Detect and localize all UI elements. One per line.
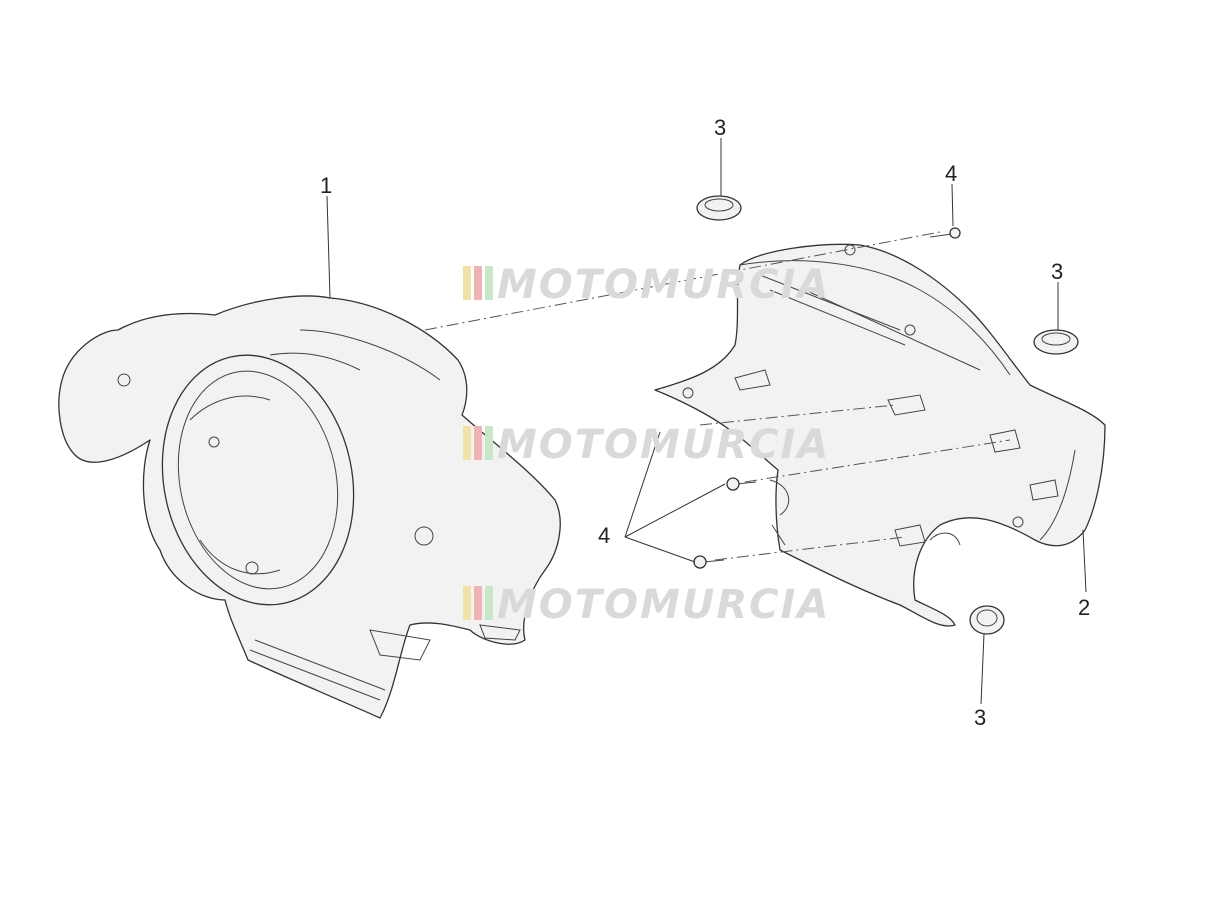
alignment-lines xyxy=(424,231,1011,561)
part-4-screw-low xyxy=(693,555,725,569)
callout-part-1: 1 xyxy=(320,173,332,198)
callout-part-3-right: 3 xyxy=(1051,259,1063,284)
watermark-top: MOTOMURCIA xyxy=(463,262,830,308)
callout-part-3-bottom: 3 xyxy=(974,705,986,730)
watermark-text: MOTOMURCIA xyxy=(497,422,830,468)
callout-part-4-top: 4 xyxy=(945,161,957,186)
callout-part-2: 2 xyxy=(1078,595,1090,620)
callout-part-3-top: 3 xyxy=(714,115,726,140)
watermark-text: MOTOMURCIA xyxy=(497,582,830,628)
part-2-rear-handlebar-cover xyxy=(654,243,1106,627)
leader-lines xyxy=(326,138,1087,705)
watermark-text: MOTOMURCIA xyxy=(497,262,830,308)
callout-part-4-left: 4 xyxy=(598,523,610,548)
part-4-screw-mid xyxy=(726,477,757,491)
part-3-plug-right xyxy=(1033,329,1079,355)
watermark-bottom: MOTOMURCIA xyxy=(463,582,830,628)
part-3-plug-bottom xyxy=(969,605,1005,635)
part-1-front-handlebar-cover xyxy=(58,295,561,719)
part-4-screw-top xyxy=(929,227,961,239)
part-3-plug-top xyxy=(696,195,742,221)
watermark-middle: MOTOMURCIA xyxy=(463,422,830,468)
